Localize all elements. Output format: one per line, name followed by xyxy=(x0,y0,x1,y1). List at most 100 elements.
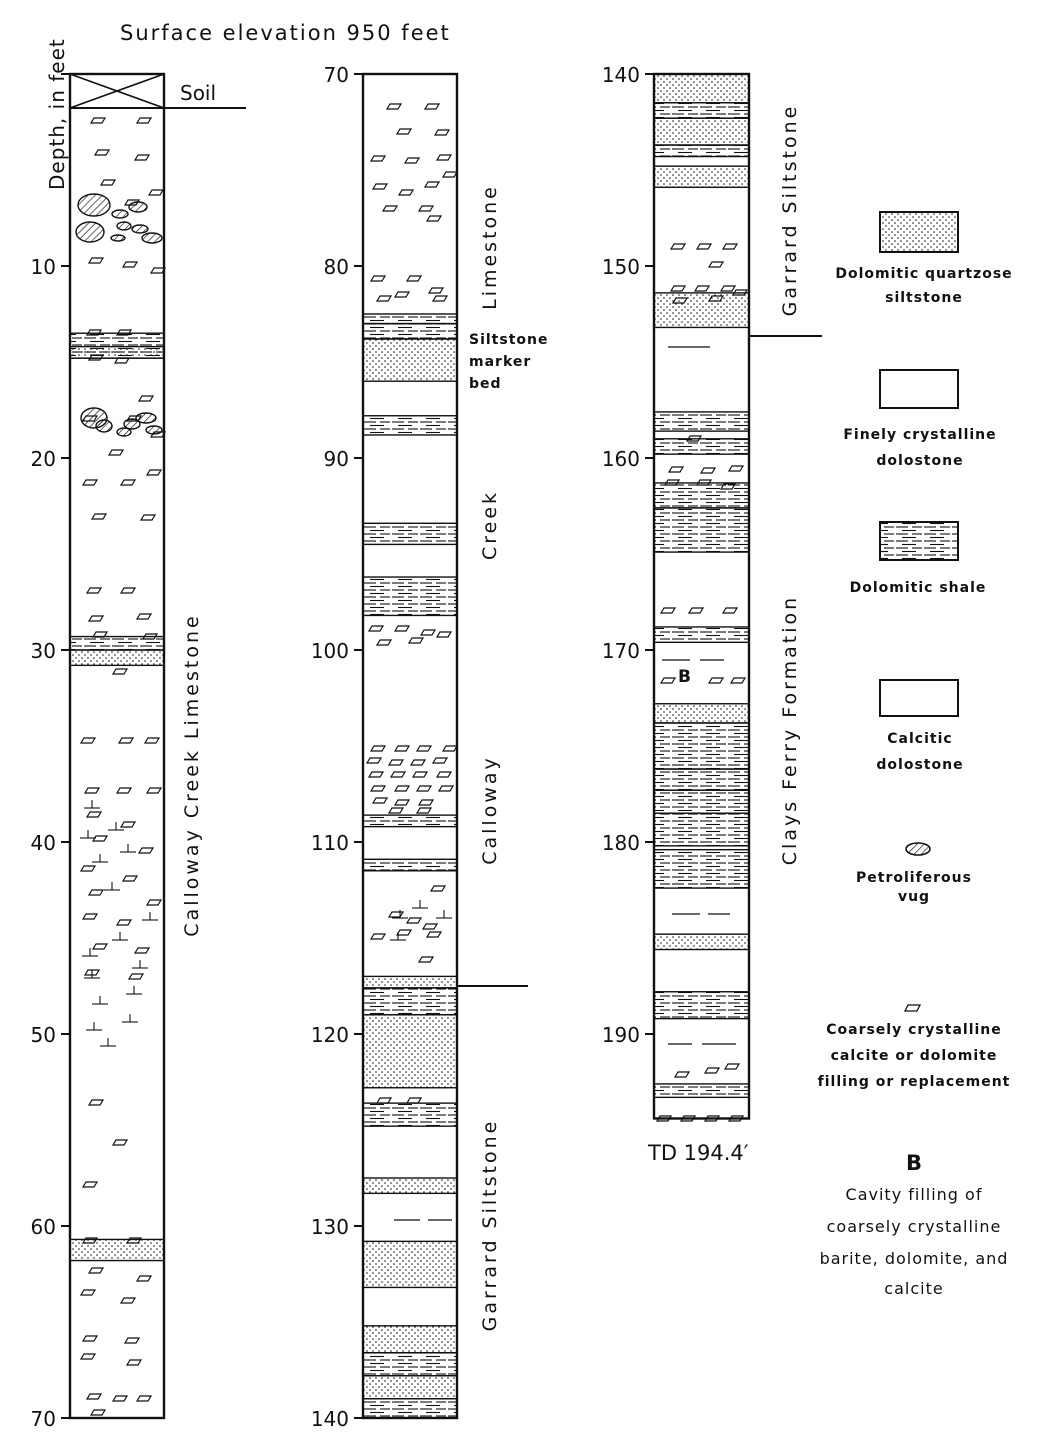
bed-2-18 xyxy=(362,1398,458,1419)
crystal-mark xyxy=(397,189,415,196)
bed-2-9 xyxy=(362,975,458,989)
crystal-mark xyxy=(119,1297,137,1304)
bed-3-7 xyxy=(653,411,750,432)
marker-bed-label-1: Siltstone xyxy=(469,332,548,348)
crystal-mark xyxy=(143,737,161,744)
crystal-mark xyxy=(387,911,405,918)
log-columns: 1020304050607070809010011012013014014015… xyxy=(31,63,952,1431)
crystal-mark xyxy=(121,261,139,268)
crystal-mark xyxy=(369,933,387,940)
crystal-mark xyxy=(125,1237,143,1244)
depth-tick-label: 80 xyxy=(324,255,349,279)
bed-3-3 xyxy=(653,117,750,146)
crystal-mark xyxy=(99,179,117,186)
crystal-mark xyxy=(87,1267,105,1274)
crystal-mark xyxy=(381,205,399,212)
bed-3-10 xyxy=(653,507,750,553)
crystal-mark xyxy=(113,357,131,364)
legend-swatch-vug xyxy=(905,842,931,856)
legend-label-dolostone-1: Finely crystalline xyxy=(843,427,996,443)
bed-3-17 xyxy=(653,848,750,889)
petroliferous-vug xyxy=(95,419,113,433)
legend-label-cavity-4: calcite xyxy=(884,1279,943,1298)
crystal-mark xyxy=(369,745,387,752)
crystal-mark xyxy=(393,291,411,298)
legend-swatch-dolostone xyxy=(879,369,959,409)
crystal-mark xyxy=(415,745,433,752)
crystal-mark xyxy=(135,1395,153,1402)
crystal-mark xyxy=(365,757,383,764)
depth-tick-label: 160 xyxy=(602,447,640,471)
crystal-mark xyxy=(415,807,433,814)
bed-2-4 xyxy=(362,415,458,436)
crystal-mark xyxy=(115,787,133,794)
crystal-mark xyxy=(79,1289,97,1296)
crystal-mark xyxy=(107,449,125,456)
crystal-mark xyxy=(415,785,433,792)
crystal-mark xyxy=(707,677,725,684)
depth-tick-label: 150 xyxy=(602,255,640,279)
crystal-mark xyxy=(139,514,157,521)
petroliferous-vug xyxy=(77,193,111,217)
crystal-mark xyxy=(90,513,108,520)
bed-3-6 xyxy=(653,292,750,329)
crystal-mark xyxy=(693,285,711,292)
petroliferous-vug xyxy=(116,427,132,437)
bed-3-4 xyxy=(653,144,750,158)
log-labels: Calloway Creek Limestone Limestone Creek… xyxy=(180,81,801,1331)
crystal-mark xyxy=(437,785,455,792)
crystal-mark xyxy=(729,677,747,684)
legend-label-vug-1: Petroliferous xyxy=(856,870,972,886)
crystal-mark xyxy=(79,865,97,872)
crystal-mark xyxy=(435,154,453,161)
crystal-mark xyxy=(111,1139,129,1146)
bed-2-5 xyxy=(362,522,458,546)
bed-3-12 xyxy=(653,703,750,724)
legend-label-siltstone-2: siltstone xyxy=(885,290,963,306)
crystal-mark xyxy=(89,117,107,124)
crystal-mark xyxy=(723,1063,741,1070)
formation-label-clays-ferry-formation: Clays Ferry Formation xyxy=(779,595,801,865)
log-column-3 xyxy=(652,72,751,1120)
crystal-mark xyxy=(659,677,677,684)
crystal-mark xyxy=(135,613,153,620)
crystal-mark xyxy=(719,285,737,292)
legend: Dolomitic quartzose siltstone Finely cry… xyxy=(818,211,1012,1298)
crystal-mark xyxy=(375,295,393,302)
crystal-mark xyxy=(721,243,739,250)
crystal-mark xyxy=(417,799,435,806)
depth-tick-label: 140 xyxy=(602,63,640,87)
depth-tick-label: 110 xyxy=(311,831,349,855)
bed-2-11 xyxy=(362,1014,458,1089)
crystal-mark xyxy=(393,745,411,752)
legend-label-crystal-3: filling or replacement xyxy=(818,1074,1011,1090)
crystal-mark xyxy=(87,889,105,896)
crystal-mark xyxy=(81,913,99,920)
crystal-mark xyxy=(663,479,681,486)
bed-2-13 xyxy=(362,1177,458,1195)
depth-tick-label: 70 xyxy=(31,1407,56,1431)
bed-2-15 xyxy=(362,1325,458,1354)
total-depth-label: TD 194.4′ xyxy=(647,1141,749,1165)
depth-tick-label: 170 xyxy=(602,639,640,663)
crystal-mark xyxy=(79,737,97,744)
crystal-mark xyxy=(395,929,413,936)
legend-label-shale: Dolomitic shale xyxy=(850,580,987,596)
crystal-mark xyxy=(369,275,387,282)
crystal-mark xyxy=(435,771,453,778)
petroliferous-vug xyxy=(135,412,157,424)
crystal-mark xyxy=(707,295,725,302)
bed-3-16 xyxy=(653,812,750,847)
crystal-mark xyxy=(119,587,137,594)
crystal-mark xyxy=(145,899,163,906)
formation-word-limestone-col2: Limestone xyxy=(479,184,501,310)
petroliferous-vug xyxy=(111,209,129,219)
crystal-mark xyxy=(423,181,441,188)
crystal-mark xyxy=(403,157,421,164)
depth-tick-label: 90 xyxy=(324,447,349,471)
crystal-mark xyxy=(405,917,423,924)
crystal-mark xyxy=(703,1115,721,1122)
petroliferous-vug xyxy=(131,224,149,234)
legend-label-siltstone-1: Dolomitic quartzose xyxy=(835,266,1012,282)
bed-3-2 xyxy=(653,102,750,119)
